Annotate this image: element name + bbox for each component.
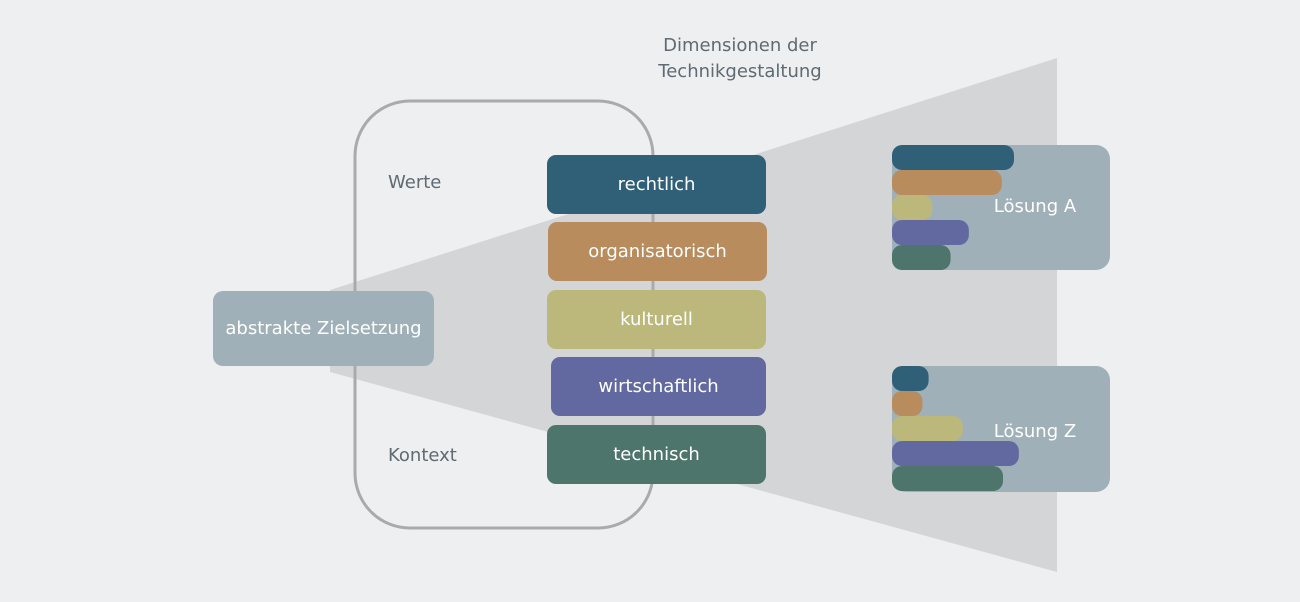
solution-z-bar-4 xyxy=(892,466,1004,491)
dimension-box-technisch xyxy=(547,425,766,484)
goal-label: abstrakte Zielsetzung xyxy=(225,318,422,339)
dimension-box-kulturell xyxy=(547,290,766,349)
diagram-title: Dimensionen der Technikgestaltung xyxy=(640,33,840,85)
dimension-box-wirtschaftlich xyxy=(551,357,766,416)
solution-label-a: Lösung A xyxy=(993,195,1077,217)
diagram-title-line1: Dimensionen der xyxy=(663,35,817,56)
dimension-box-organisatorisch xyxy=(548,222,767,281)
solution-a-bar-1 xyxy=(892,170,1002,195)
solution-label-z: Lösung Z xyxy=(993,420,1077,442)
dimension-label-wirtschaftlich: wirtschaftlich xyxy=(598,376,719,397)
dimension-label-organisatorisch: organisatorisch xyxy=(588,241,727,262)
dimension-label-technisch: technisch xyxy=(613,444,700,465)
dimension-label-kulturell: kulturell xyxy=(620,309,693,330)
dimension-box-rechtlich xyxy=(547,155,766,214)
solution-a-bar-3 xyxy=(892,220,969,245)
solution-z-bar-3 xyxy=(892,441,1019,466)
solution-z-bar-2 xyxy=(892,416,963,441)
values-label: Werte xyxy=(388,172,442,193)
solution-z-bar-1 xyxy=(892,391,923,416)
goal-box xyxy=(213,291,434,366)
solution-a-bar-4 xyxy=(892,245,951,270)
solution-a-bar-0 xyxy=(892,145,1014,170)
solution-a-bar-2 xyxy=(892,195,933,220)
solution-z-bar-0 xyxy=(892,366,929,391)
dimension-label-rechtlich: rechtlich xyxy=(617,174,696,195)
context-label: Kontext xyxy=(388,445,457,466)
diagram-title-line2: Technikgestaltung xyxy=(658,61,822,82)
